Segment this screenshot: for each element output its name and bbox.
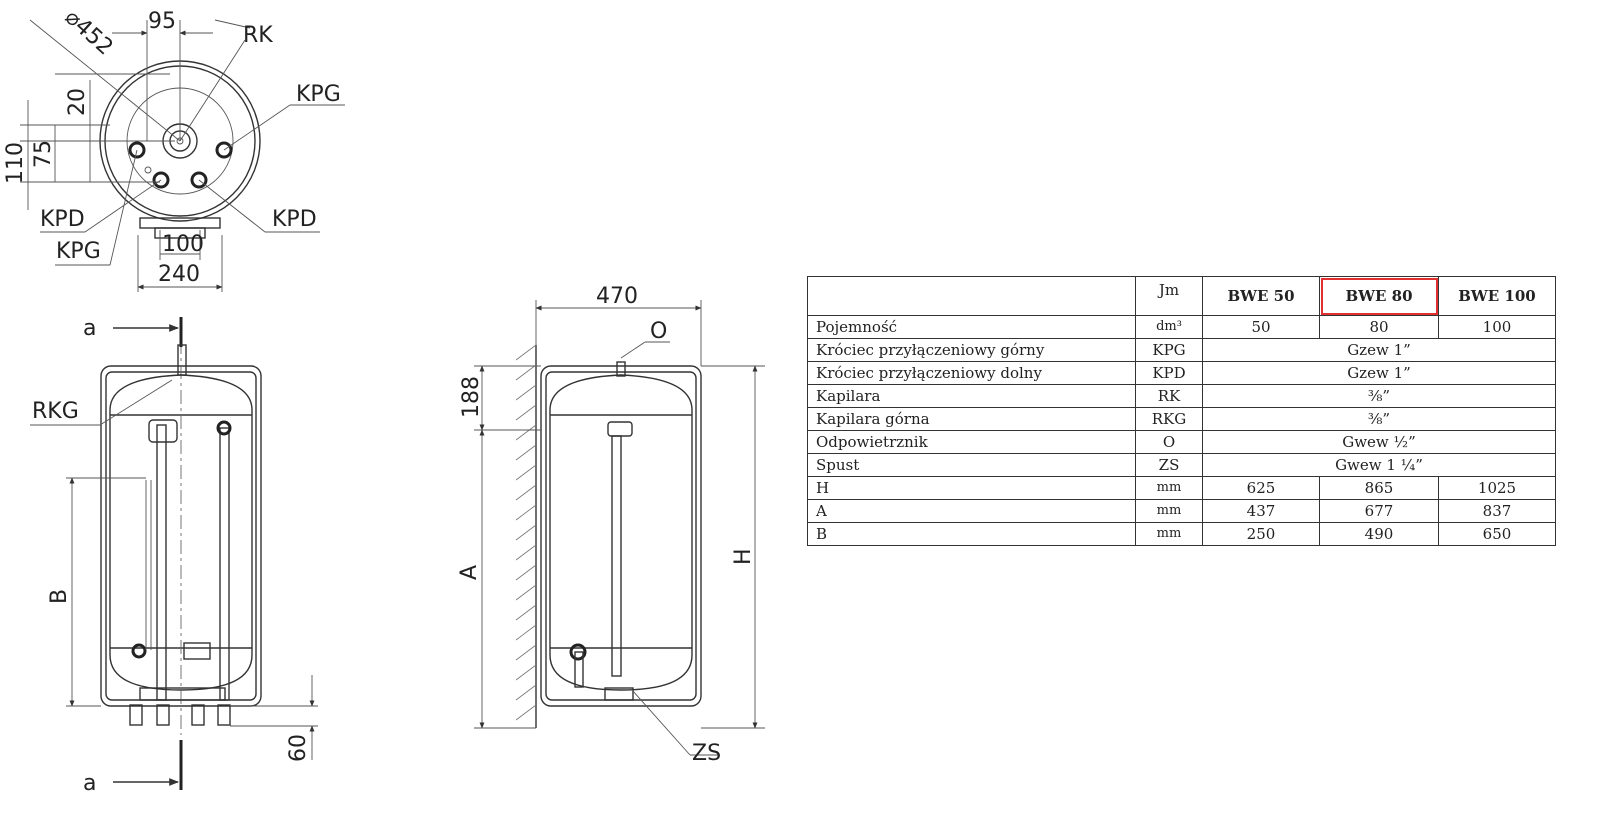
rkg-label: RKG: [32, 399, 79, 424]
row-value: 100: [1438, 315, 1556, 339]
row-label: Króciec przyłączeniowy dolny: [807, 361, 1136, 385]
row-value: 677: [1319, 499, 1439, 523]
header-blank: [807, 276, 1136, 316]
row-unit: ZS: [1135, 453, 1203, 477]
row-unit: KPD: [1135, 361, 1203, 385]
table-header-row: Jm BWE 50 BWE 80 BWE 100: [807, 276, 1556, 316]
row-label: A: [807, 499, 1136, 523]
row-value: 437: [1202, 499, 1320, 523]
section-a-top: a: [83, 316, 96, 341]
dim-b-label: B: [47, 589, 72, 604]
zs-label: ZS: [692, 741, 721, 766]
row-shared-value: Gzew 1”: [1202, 338, 1556, 362]
dim-100-label: 100: [162, 232, 204, 257]
row-label: Kapilara: [807, 384, 1136, 408]
connector-kpd-left: [152, 171, 170, 189]
dim-a-label: A: [457, 565, 482, 580]
row-value: 1025: [1438, 476, 1556, 500]
row-label: Kapilara górna: [807, 407, 1136, 431]
section-a-bottom: a: [83, 771, 96, 796]
row-label: B: [807, 522, 1136, 546]
header-model-bwe100: BWE 100: [1438, 276, 1556, 316]
front-view: a RKG B 60 a: [30, 316, 318, 796]
header-model-bwe50: BWE 50: [1202, 276, 1320, 316]
row-unit: O: [1135, 430, 1203, 454]
dim-60-label: 60: [286, 734, 311, 762]
row-unit: dm³: [1135, 315, 1203, 339]
row-value: 80: [1319, 315, 1439, 339]
dim-95-label: 95: [148, 9, 176, 34]
row-shared-value: ⅜”: [1202, 384, 1556, 408]
row-label: Pojemność: [807, 315, 1136, 339]
dim-75-label: 75: [31, 140, 56, 168]
row-unit: mm: [1135, 522, 1203, 546]
connector-kpd-right: [190, 171, 208, 189]
row-label: H: [807, 476, 1136, 500]
connector-kpg-left: [128, 141, 146, 159]
row-unit: mm: [1135, 476, 1203, 500]
diameter-label: ⌀452: [60, 5, 118, 61]
row-value: 50: [1202, 315, 1320, 339]
row-value: 250: [1202, 522, 1320, 546]
kpg-left-label: KPG: [56, 239, 101, 264]
row-value: 490: [1319, 522, 1439, 546]
dim-110-label: 110: [3, 142, 28, 184]
o-label: O: [650, 319, 667, 344]
header-unit: Jm: [1135, 276, 1203, 316]
row-shared-value: Gwew ½”: [1202, 430, 1556, 454]
dim-20-label: 20: [65, 88, 90, 116]
kpd-left-label: KPD: [40, 207, 85, 232]
kpd-right-label: KPD: [272, 207, 317, 232]
row-unit: RK: [1135, 384, 1203, 408]
row-shared-value: Gzew 1”: [1202, 361, 1556, 385]
side-view: 470 O 188 A H ZS: [457, 284, 765, 766]
row-label: Spust: [807, 453, 1136, 477]
connector-kpg-right: [215, 141, 233, 159]
row-value: 865: [1319, 476, 1439, 500]
row-unit: KPG: [1135, 338, 1203, 362]
row-label: Odpowietrznik: [807, 430, 1136, 454]
row-shared-value: ⅜”: [1202, 407, 1556, 431]
rk-label: RK: [243, 23, 273, 48]
row-shared-value: Gwew 1 ¼”: [1202, 453, 1556, 477]
header-model-bwe80: BWE 80: [1319, 276, 1439, 316]
dim-h-label: H: [731, 548, 756, 565]
row-value: 625: [1202, 476, 1320, 500]
row-label: Króciec przyłączeniowy górny: [807, 338, 1136, 362]
row-value: 650: [1438, 522, 1556, 546]
row-unit: RKG: [1135, 407, 1203, 431]
row-value: 837: [1438, 499, 1556, 523]
row-unit: mm: [1135, 499, 1203, 523]
dim-470-label: 470: [596, 284, 638, 309]
dim-188-label: 188: [459, 376, 484, 418]
dim-240-label: 240: [158, 262, 200, 287]
top-view: ⌀452 95 RK 20 KPG 110 75 KPD KPD KPG 100…: [3, 5, 345, 292]
kpg-right-label: KPG: [296, 82, 341, 107]
